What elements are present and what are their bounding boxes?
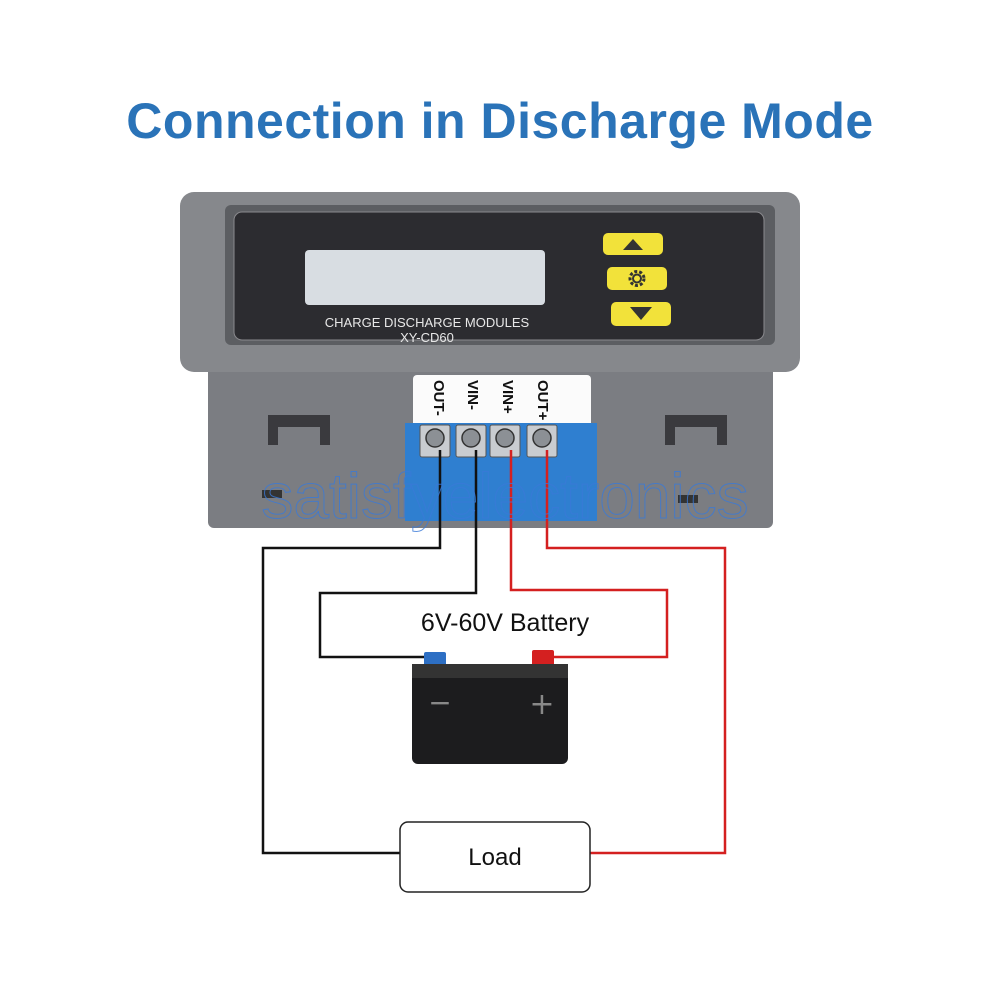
load-label: Load [468,844,521,871]
battery-minus-sign: − [428,686,451,719]
terminal-label-out-minus: OUT- [430,380,447,416]
module-model: XY-CD60 [400,330,454,345]
terminal-label-out-plus: OUT+ [534,380,551,421]
load-box [399,821,591,893]
wire-out-minus-to-load [261,450,442,855]
battery: − + [412,650,568,764]
terminal-label-vin-plus: VIN+ [499,380,516,414]
triangle-up-icon [623,239,643,250]
page-title: Connection in Discharge Mode [126,93,874,149]
triangle-down-icon [630,307,652,320]
battery-negative-terminal [424,652,446,666]
settings-button[interactable] [607,267,667,290]
gear-icon [628,270,646,287]
wire-out-plus-to-load [545,450,727,855]
lcd-screen [305,250,545,305]
watermark: satisfyelectronics [261,460,748,532]
battery-positive-terminal [532,650,554,666]
wire-vin-minus-to-battery [318,450,478,659]
battery-label: 6V-60V Battery [421,609,590,637]
battery-plus-sign: + [529,687,554,722]
terminal-label [413,375,591,427]
module: CHARGE DISCHARGE MODULES XY-CD60 OUT- VI… [180,192,800,528]
terminal-label-vin-minus: VIN- [464,380,481,410]
wire-vin-plus-to-battery [509,450,669,659]
module-name: CHARGE DISCHARGE MODULES [325,315,530,330]
